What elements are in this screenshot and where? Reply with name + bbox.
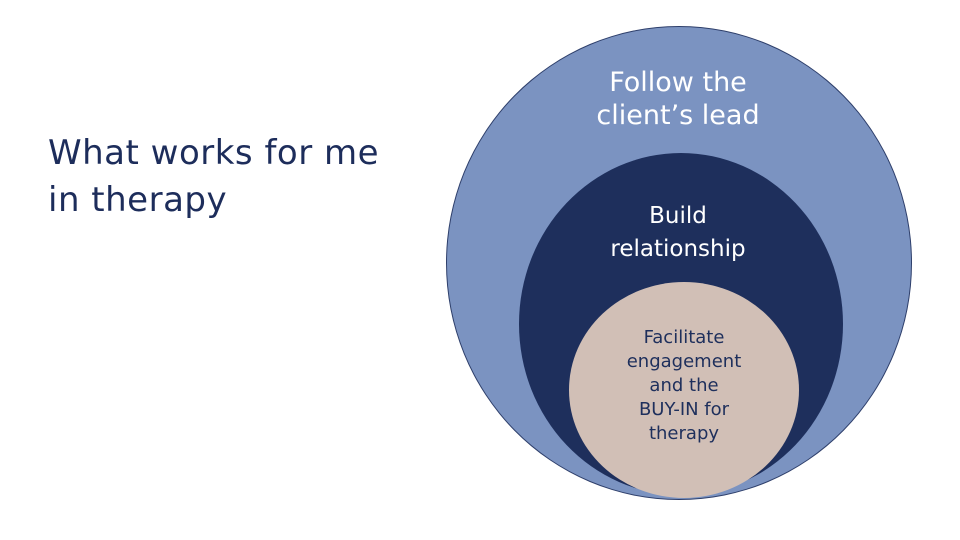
inner-circle [569, 282, 799, 498]
slide-title: What works for me in therapy [48, 130, 428, 224]
inner-label-line-2: engagement [626, 351, 742, 372]
slide-title-line-2: in therapy [48, 180, 228, 220]
outer-label-line-2: client’s lead [596, 100, 760, 131]
outer-label-line-1: Follow the [609, 67, 747, 98]
middle-label-line-1: Build [649, 203, 707, 229]
middle-circle-label: Build relationship [570, 200, 786, 266]
inner-label-line-3: and the [649, 375, 719, 396]
inner-circle-label: Facilitate engagement and the BUY-IN for… [584, 326, 784, 446]
inner-label-line-4: BUY-IN for [638, 399, 730, 420]
middle-label-line-2: relationship [610, 236, 746, 262]
slide-title-line-1: What works for me [48, 133, 380, 173]
inner-label-line-1: Facilitate [643, 327, 725, 348]
outer-circle-label: Follow the client’s lead [560, 66, 796, 132]
inner-label-line-5: therapy [648, 423, 720, 444]
